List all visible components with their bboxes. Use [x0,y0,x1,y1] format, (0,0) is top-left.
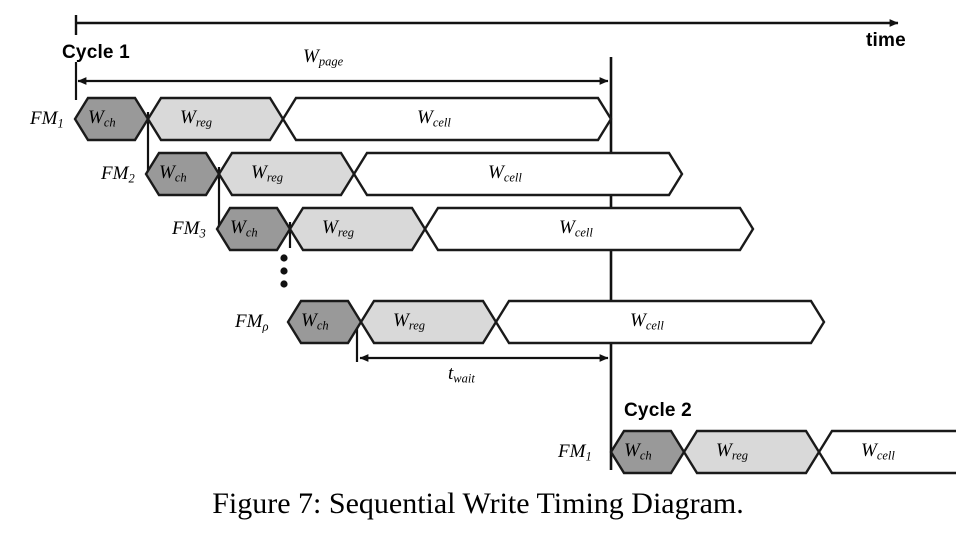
stage-sub: cell [432,115,451,130]
lane-label-sub: 1 [585,449,592,464]
stage-base: W [861,440,877,461]
segment-w-cell [352,151,684,197]
segment-label-w-cell: Wcell [559,217,593,241]
lane-fm3-cycle1 [215,206,755,252]
stage-base: W [230,217,246,238]
lane-fm1-cycle1 [73,96,613,142]
segment-label-w-cell: Wcell [417,107,451,131]
segment-w-reg [217,151,356,197]
lane-label-base: FM [101,163,129,184]
stage-base: W [716,440,732,461]
stage-base: W [488,162,504,183]
segment-label-w-reg: Wreg [393,310,425,334]
segment-label-w-ch: Wch [230,217,258,241]
lane-label-fm3: FM3 [172,218,206,242]
lane-label-sub: 2 [128,171,135,186]
stage-sub: ch [639,448,652,463]
segment-label-w-cell: Wcell [630,310,664,334]
stage-sub: cell [574,225,593,240]
time-axis [74,15,899,35]
t-wait-label: twait [448,363,475,387]
lane-label-sub: ρ [262,319,269,334]
segment-w-reg [359,299,498,345]
segment-w-cell [281,96,613,142]
w-page-sub: page [318,54,344,69]
stage-base: W [559,217,575,238]
stage-sub: ch [174,170,187,185]
stage-sub: ch [316,318,329,333]
cycle-2-label: Cycle 2 [624,400,692,421]
t-wait-base: t [448,363,454,384]
figure-caption: Figure 7: Sequential Write Timing Diagra… [212,487,744,520]
lane-fm1-cycle2 [609,429,956,475]
segment-label-w-ch: Wch [624,440,652,464]
stage-base: W [393,310,409,331]
lane-label-fm1-cycle2: FM1 [558,441,592,465]
stage-sub: reg [266,170,284,185]
lane-label-base: FM [235,311,263,332]
segment-w-cell [423,206,755,252]
stage-sub: ch [245,225,258,240]
stage-base: W [322,217,338,238]
t-wait-sub: wait [453,371,475,386]
segment-label-w-ch: Wch [88,107,116,131]
lane-label-sub: 3 [199,226,206,241]
stage-base: W [159,162,175,183]
segment-w-reg [682,429,821,475]
segment-label-w-reg: Wreg [180,107,212,131]
segment-w-reg [288,206,427,252]
segment-w-cell [817,429,956,475]
stage-base: W [624,440,640,461]
stage-base: W [88,107,104,128]
lane-label-fm2: FM2 [101,163,135,187]
stage-base: W [630,310,646,331]
segment-label-w-reg: Wreg [716,440,748,464]
stage-base: W [417,107,433,128]
w-page-base: W [303,46,319,67]
stage-sub: reg [337,225,355,240]
lane-fmrho-cycle1 [286,299,826,345]
lane-label-fmrho: FMρ [235,311,268,335]
segment-label-w-reg: Wreg [251,162,283,186]
stage-sub: cell [876,448,895,463]
segment-label-w-ch: Wch [159,162,187,186]
lane-label-base: FM [172,218,200,239]
stage-base: W [251,162,267,183]
stage-sub: cell [503,170,522,185]
stage-base: W [301,310,317,331]
stage-sub: reg [195,115,213,130]
segment-w-cell [494,299,826,345]
lane-label-base: FM [30,108,58,129]
w-page-measure [74,62,609,100]
lane-fm2-cycle1 [144,151,684,197]
lane-label-base: FM [558,441,586,462]
segment-label-w-ch: Wch [301,310,329,334]
segment-label-w-reg: Wreg [322,217,354,241]
stage-sub: ch [103,115,116,130]
segment-label-w-cell: Wcell [861,440,895,464]
lane-label-fm1: FM1 [30,108,64,132]
vertical-ellipsis-icon [280,254,288,288]
lane-label-sub: 1 [57,116,64,131]
stage-sub: reg [408,318,426,333]
time-axis-label: time [866,30,906,51]
stage-base: W [180,107,196,128]
cycle-1-label: Cycle 1 [62,42,130,63]
stage-sub: reg [731,448,749,463]
segment-label-w-cell: Wcell [488,162,522,186]
w-page-label: Wpage [303,46,343,70]
stage-sub: cell [645,318,664,333]
segment-w-reg [146,96,285,142]
lane-connector-ticks [146,112,359,362]
